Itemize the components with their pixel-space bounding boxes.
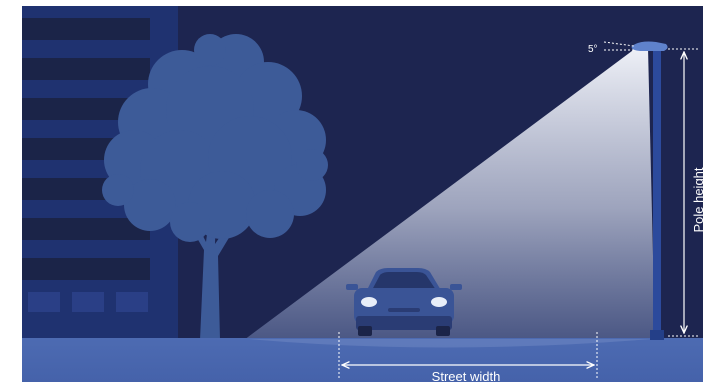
car-left-headlight — [361, 297, 377, 307]
car-right-wheel — [436, 326, 450, 336]
car-left-mirror — [346, 284, 358, 290]
car — [346, 268, 462, 336]
ground-light-pool — [248, 339, 652, 348]
car-windshield — [372, 272, 436, 290]
building-lower-windows — [28, 292, 148, 312]
tilt-angle-indicator — [603, 41, 635, 51]
tree-trunk — [190, 212, 236, 340]
street-lamp — [631, 41, 668, 340]
lamp-pole — [653, 48, 661, 340]
car-bumper — [356, 316, 452, 330]
pole-height-dimension — [668, 48, 700, 337]
lamp-pole-base — [650, 330, 664, 340]
lamp-head — [631, 41, 668, 51]
car-right-headlight — [431, 297, 447, 307]
street-width-label: Street width — [432, 369, 501, 384]
tree — [102, 34, 328, 340]
car-left-wheel — [358, 326, 372, 336]
light-beam — [244, 48, 655, 340]
pole-height-label: Pole height — [691, 167, 706, 232]
tilt-angle-label: 5° — [588, 44, 598, 55]
tree-canopy — [102, 34, 328, 242]
street-width-dimension — [338, 332, 598, 378]
car-right-mirror — [450, 284, 462, 290]
car-grille — [388, 308, 420, 312]
car-body — [354, 288, 454, 324]
